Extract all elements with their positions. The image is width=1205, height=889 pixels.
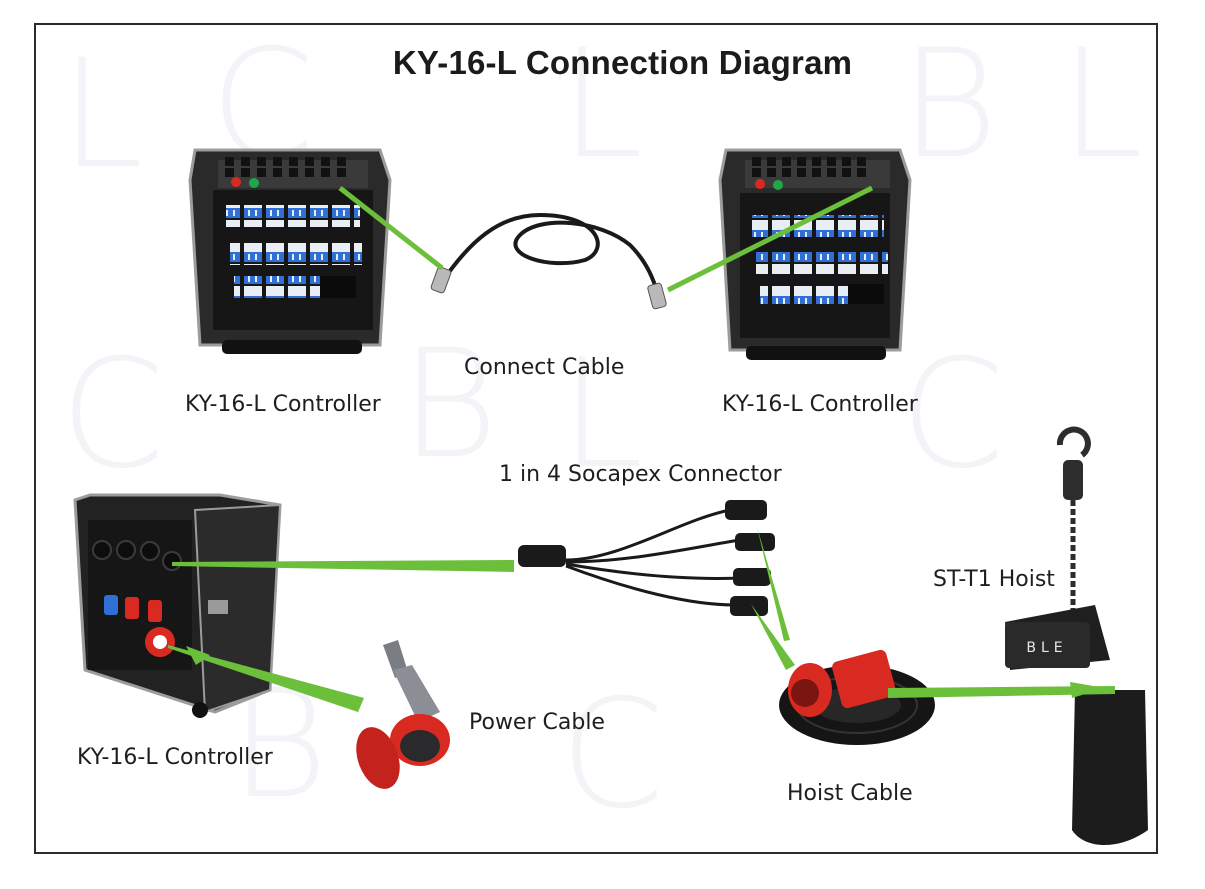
connector-line (666, 185, 874, 293)
connect-cable-image (430, 212, 667, 310)
connector-line (338, 186, 444, 270)
power-cable-label: Power Cable (469, 710, 605, 735)
power-cable-image (356, 640, 450, 789)
diagram-title: KY-16-L Connection Diagram (392, 44, 853, 81)
connector-line (1070, 682, 1105, 698)
hoist-image: BLE (1005, 426, 1148, 845)
hoist-brand-logo: BLE (1026, 640, 1067, 656)
hoist-cable-label: Hoist Cable (787, 781, 913, 806)
diagram-frame (34, 23, 1158, 854)
connector-line (757, 527, 790, 641)
controller-bottom-label: KY-16-L Controller (77, 745, 273, 770)
connector-line (168, 645, 364, 712)
connector-line (888, 686, 1115, 698)
connector-line (751, 604, 795, 670)
controller-top-left-image (188, 148, 392, 354)
connector-line (186, 646, 210, 665)
controller-bottom-image (73, 493, 282, 718)
controller-top-left-label: KY-16-L Controller (185, 392, 381, 417)
socapex-connector-image (518, 500, 775, 616)
hoist-cable-image (779, 649, 935, 745)
connector-lines (168, 185, 1115, 712)
socapex-connector-label: 1 in 4 Socapex Connector (499, 462, 782, 487)
connect-cable-label: Connect Cable (464, 355, 625, 380)
hoist-label: ST-T1 Hoist (933, 567, 1055, 592)
controller-top-right-image (718, 148, 912, 360)
connector-line (172, 560, 514, 572)
controller-top-right-label: KY-16-L Controller (722, 392, 918, 417)
